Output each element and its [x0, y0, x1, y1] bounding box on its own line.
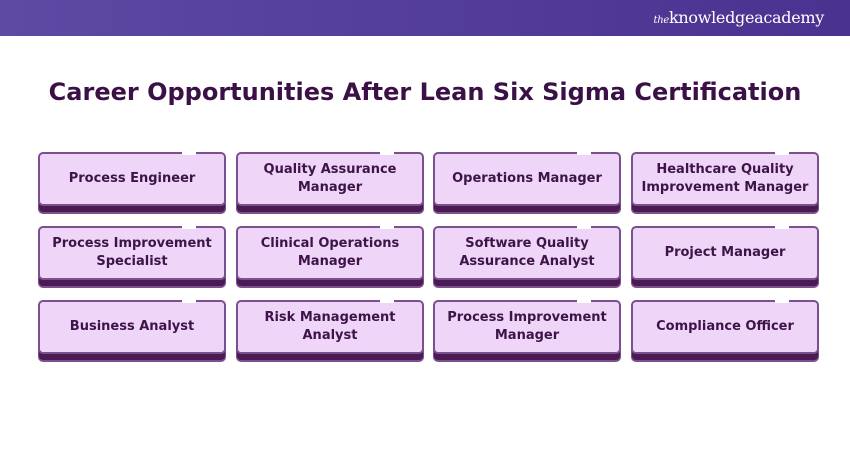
- page-title: Career Opportunities After Lean Six Sigm…: [48, 78, 802, 106]
- career-card: Project Manager: [631, 225, 819, 280]
- logo-name: knowledgeacademy: [668, 8, 824, 27]
- brand-logo: theknowledgeacademy: [653, 8, 824, 27]
- career-card: Compliance Officer: [631, 299, 819, 354]
- career-card: Process Engineer: [38, 151, 226, 206]
- career-card: Quality Assurance Manager: [236, 151, 424, 206]
- career-card: Risk Management Analyst: [236, 299, 424, 354]
- logo-prefix: the: [653, 15, 669, 26]
- career-card: Healthcare Quality Improvement Manager: [631, 151, 819, 206]
- career-card: Business Analyst: [38, 299, 226, 354]
- career-card: Process Improvement Specialist: [38, 225, 226, 280]
- career-card: Software Quality Assurance Analyst: [433, 225, 621, 280]
- career-card: Operations Manager: [433, 151, 621, 206]
- career-card: Process Improvement Manager: [433, 299, 621, 354]
- header-banner: theknowledgeacademy: [0, 0, 850, 36]
- career-card: Clinical Operations Manager: [236, 225, 424, 280]
